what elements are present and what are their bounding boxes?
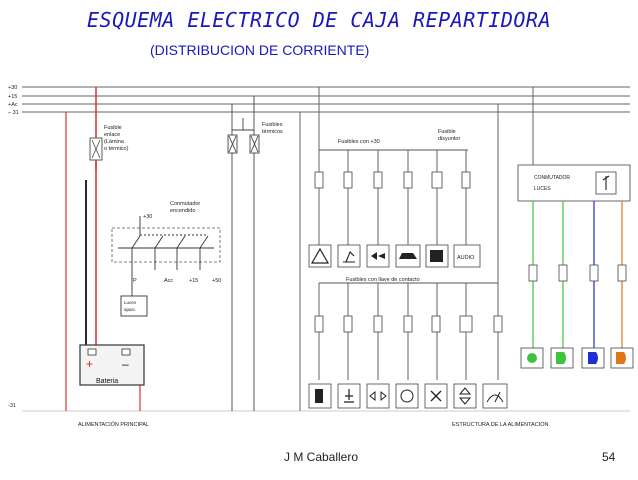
slide-title: ESQUEMA ELECTRICO DE CAJA REPARTIDORA (86, 8, 552, 32)
conmutador-encendido-label-2: encendido (170, 208, 195, 214)
fusibles-llave-label: Fusibles con llave de contacto (346, 277, 420, 283)
hazard-icon (310, 247, 330, 264)
conmutador-luces-label-2: LUCES (534, 186, 551, 192)
fuel-icon (315, 389, 323, 403)
battery-label: Bateria (96, 378, 118, 385)
conmutador-luces: CONMUTADOR LUCES (517, 87, 634, 369)
battery-minus: – (122, 357, 129, 371)
brake-icon (400, 389, 414, 403)
switch-icon (602, 175, 610, 190)
author: J M Caballero (284, 450, 359, 464)
fusible-disyuntor-label-2: disyuntor (438, 136, 460, 142)
terminal-acc: Acc (164, 278, 173, 284)
terminal-p: P (133, 278, 137, 284)
alimentacion-principal-label: ALIMENTACIÓN PRINCIPAL (78, 421, 149, 428)
audio-label: AUDIO (457, 255, 475, 261)
fusibles-30-wires (299, 87, 499, 411)
fan-icon (430, 390, 442, 402)
terminal-50: +50 (212, 278, 221, 284)
luces-aparc-label-1: Luces (124, 300, 137, 305)
fusibles-30-label: Fusibles con +30 (338, 139, 380, 145)
door-icon (430, 250, 443, 262)
bus-label-acc: +Ac (8, 102, 18, 108)
parking-light-icon (527, 353, 537, 363)
bus-label-31: – 31 (8, 110, 19, 116)
car-icon (399, 253, 417, 259)
fusible-disyuntor-label-1: Fusible (438, 129, 456, 135)
svg-text:o térmico): o térmico) (104, 146, 129, 152)
consumers-30: AUDIO (308, 244, 481, 268)
svg-text:(Lámina: (Lámina (104, 139, 125, 145)
luces-aparc-label-2: aparc. (124, 307, 137, 312)
svg-text:térmicos: térmicos (262, 129, 283, 135)
fusibles-30-row (314, 171, 471, 189)
battery-plus: + (86, 357, 93, 371)
page-number: 54 (602, 450, 616, 464)
temperature-icon (344, 389, 354, 403)
power-buses (22, 86, 630, 412)
horn-icon (371, 252, 385, 260)
svg-text:enlace: enlace (104, 132, 120, 138)
wiper-icon (486, 391, 504, 403)
bus-label-30: +30 (8, 85, 17, 91)
slide-subtitle: (DISTRIBUCION DE CORRIENTE) (150, 42, 370, 58)
consumers-llave (308, 383, 508, 409)
fusibles-termicos (227, 96, 260, 411)
high-beam-icon (588, 352, 598, 364)
bus-label-15: +15 (8, 94, 17, 100)
switch-plus30: +30 (143, 214, 152, 220)
interior-light-icon (343, 251, 355, 263)
fog-light-icon (616, 352, 626, 364)
terminal-15: +15 (189, 278, 198, 284)
fusible-enlace-label: Fusible enlace (Lámina o térmico) (104, 125, 129, 152)
conmutador-encendido-label-1: Conmutador (170, 201, 200, 207)
ground-label: -31 (8, 403, 16, 409)
turn-signal-icon (369, 390, 387, 402)
fusibles-llave-row (314, 315, 503, 333)
svg-text:Fusibles: Fusibles (262, 122, 283, 128)
fusibles-termicos-label: Fusibles térmicos (262, 122, 283, 135)
svg-text:Fusible: Fusible (104, 125, 122, 131)
window-lift-icon (458, 387, 472, 405)
battery: + – Bateria (79, 344, 145, 386)
conmutador-luces-label-1: CONMUTADOR (534, 175, 570, 181)
ignition-switch: Conmutador encendido +30 P Acc +15 +50 L… (111, 201, 221, 317)
estructura-alimentacion-label: ESTRUCTURA DE LA ALIMENTACIÓN (452, 421, 549, 428)
low-beam-icon (556, 352, 566, 364)
